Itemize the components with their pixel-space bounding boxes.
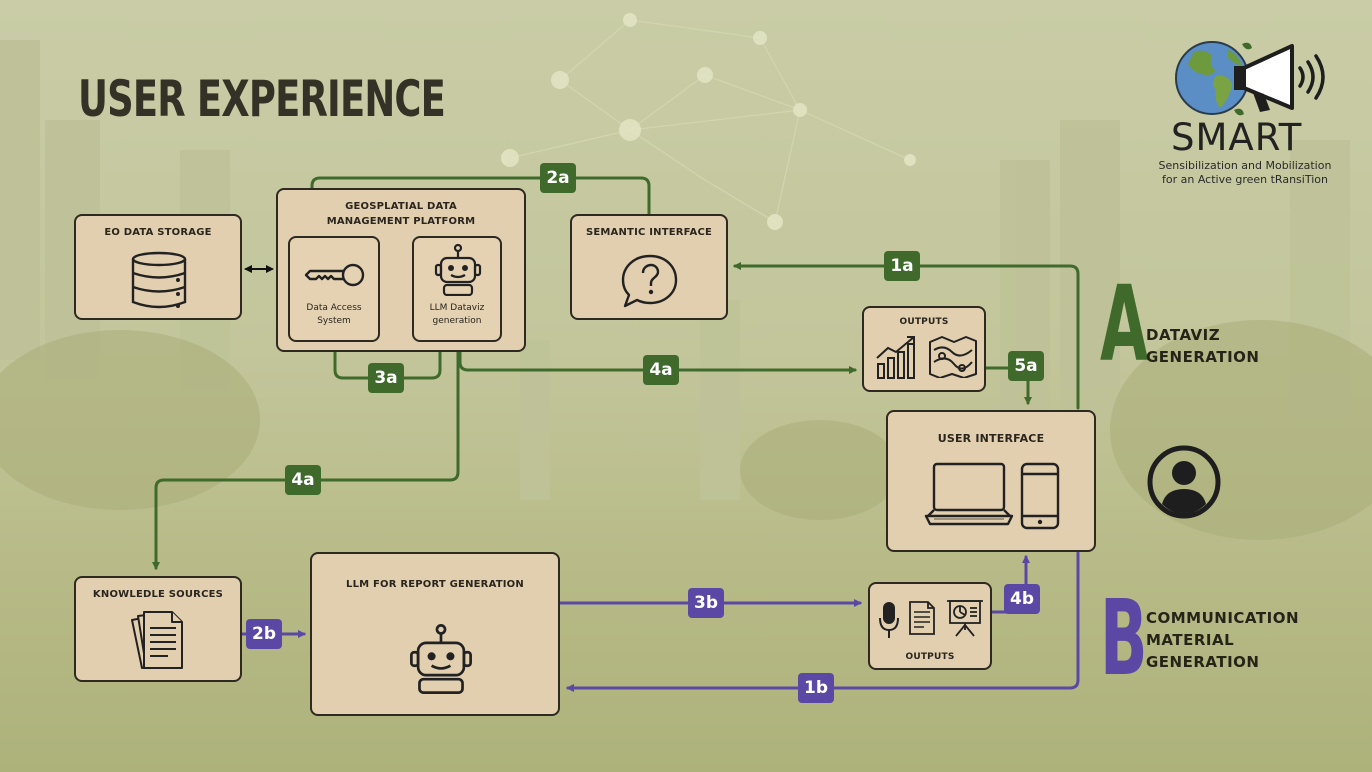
step-tag-1a: 1a — [884, 251, 920, 281]
step-tag-4a-right: 4a — [643, 355, 679, 385]
outputs-a-label: OUTPUTS — [899, 317, 949, 327]
logo-name: SMART — [1171, 116, 1303, 159]
step-tag-3a: 3a — [368, 363, 404, 393]
data-access-system-box: Data Access System — [288, 236, 380, 342]
database-icon — [131, 251, 187, 309]
laptop-icon — [924, 462, 1014, 526]
legend-b-line1: COMMUNICATION — [1146, 609, 1299, 627]
documents-icon — [909, 601, 935, 635]
llm-dataviz-box: LLM Dataviz generation — [412, 236, 502, 342]
outputs-b-label: OUTPUTS — [905, 652, 955, 662]
connector-4a-left — [152, 340, 460, 570]
key-icon — [304, 263, 365, 287]
phone-icon — [1020, 462, 1060, 530]
chart-icon — [876, 336, 915, 379]
knowledge-sources-label: KNOWLEDLE SOURCES — [92, 589, 224, 600]
llm-dataviz-label-line1: LLM Dataviz — [429, 303, 485, 313]
question-bubble-icon — [621, 254, 678, 308]
step-tag-5a: 5a — [1008, 351, 1044, 381]
microphone-icon — [879, 602, 899, 638]
llm-report-label: LLM FOR REPORT GENERATION — [346, 579, 524, 590]
geospatial-platform-label-line2: MANAGEMENT PLATFORM — [326, 216, 476, 227]
page-title: USER EXPERIENCE — [78, 70, 446, 128]
outputs-b-box: OUTPUTS — [868, 582, 992, 670]
user-icon — [1147, 445, 1221, 519]
logo-subtitle-line1: Sensibilization and Mobilization — [1158, 159, 1332, 172]
step-tag-2b: 2b — [246, 619, 282, 649]
globe-icon — [1175, 41, 1249, 115]
legend-a-line2: GENERATION — [1146, 348, 1260, 366]
legend-letter-a: A — [1100, 263, 1149, 385]
logo-graphic — [1175, 41, 1325, 116]
connector-1b — [566, 551, 1080, 692]
legend-b-line2: MATERIAL — [1146, 631, 1235, 649]
step-tag-2a: 2a — [540, 163, 576, 193]
step-tag-4b: 4b — [1004, 584, 1040, 614]
logo-subtitle-line2: for an Active green tRansiTion — [1162, 173, 1328, 186]
robot-icon — [410, 624, 472, 694]
knowledge-sources-box: KNOWLEDLE SOURCES — [74, 576, 242, 682]
eo-data-storage-box: EO DATA STORAGE — [74, 214, 242, 320]
step-tag-4a-left: 4a — [285, 465, 321, 495]
user-interface-label: USER INTERFACE — [937, 432, 1045, 445]
data-access-label-line2: System — [317, 316, 351, 326]
step-tag-1b: 1b — [798, 673, 834, 703]
outputs-a-box: OUTPUTS — [862, 306, 986, 392]
megaphone-icon — [1234, 44, 1325, 112]
user-interface-box: USER INTERFACE — [886, 410, 1096, 552]
geospatial-platform-label-line1: GEOSPLATIAL DATA — [345, 201, 457, 212]
semantic-interface-box: SEMANTIC INTERFACE — [570, 214, 728, 320]
documents-icon — [131, 611, 183, 669]
map-icon — [929, 336, 977, 378]
llm-report-box: LLM FOR REPORT GENERATION — [310, 552, 560, 716]
llm-dataviz-label-line2: generation — [432, 316, 482, 326]
legend-letter-b: B — [1100, 577, 1148, 699]
semantic-interface-label: SEMANTIC INTERFACE — [585, 227, 713, 238]
step-tag-3b: 3b — [688, 588, 724, 618]
eo-data-storage-label: EO DATA STORAGE — [104, 227, 212, 238]
legend-b-line3: GENERATION — [1146, 653, 1260, 671]
connector-1a — [733, 262, 1080, 410]
connector-2a — [308, 176, 651, 232]
connector-4a-right — [458, 340, 857, 374]
legend-a-line1: DATAVIZ — [1146, 326, 1221, 344]
robot-icon — [434, 244, 482, 296]
presentation-icon — [947, 600, 983, 637]
data-access-label-line1: Data Access — [306, 303, 362, 313]
